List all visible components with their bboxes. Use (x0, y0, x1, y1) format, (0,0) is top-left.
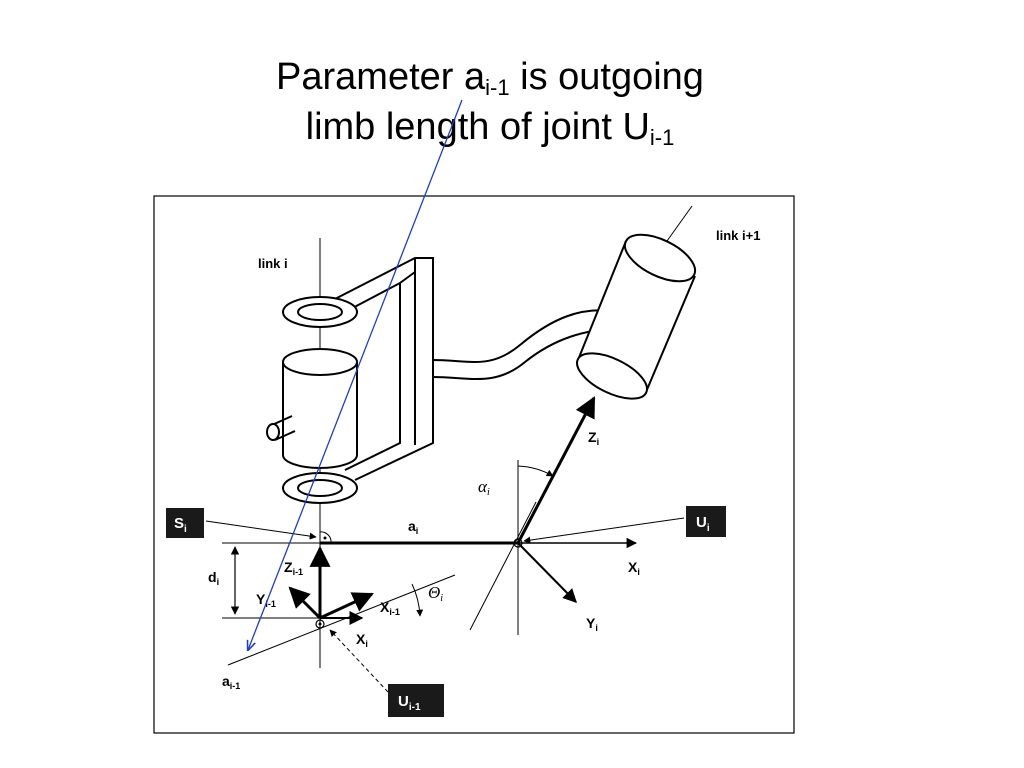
link-i-drawing (266, 238, 621, 668)
slide-title: Parameter ai-1 is outgoing limb length o… (150, 52, 830, 152)
x-i-label-right: Xi (628, 559, 640, 577)
x-i-label-low: Xi (356, 631, 368, 649)
annotation-arrow (248, 99, 463, 650)
a-i-label: ai (408, 518, 418, 536)
z-i-1-label: Zi-1 (284, 559, 303, 577)
y-i-1-label: Yi-1 (256, 591, 276, 609)
a-i-1-label: ai-1 (222, 673, 240, 691)
alpha-i-label: αi (478, 477, 490, 498)
title-line-2: limb length of joint Ui-1 (305, 106, 675, 150)
link-i1-label: link i+1 (716, 228, 760, 243)
y-i-label: Yi (586, 615, 598, 633)
x-i-1-label: Xi-1 (380, 599, 400, 617)
d-i-label: di (208, 569, 219, 587)
u-i-1-box: Ui-1 (388, 684, 444, 717)
title-line-1: Parameter ai-1 is outgoing (276, 56, 704, 100)
u-i-box: Ui (686, 506, 726, 537)
kinematic-frames (205, 396, 685, 693)
svg-text:Ui-1: Ui-1 (398, 693, 421, 713)
s-i-box: Si (166, 508, 204, 538)
link-i-label: link i (258, 256, 288, 271)
svg-text:Ui: Ui (696, 514, 710, 534)
theta-i-label: Θi (428, 583, 443, 604)
diagram-frame (153, 195, 795, 734)
link-i1-drawing (576, 205, 697, 400)
z-i-label: Zi (588, 429, 599, 447)
svg-text:Si: Si (174, 515, 187, 535)
